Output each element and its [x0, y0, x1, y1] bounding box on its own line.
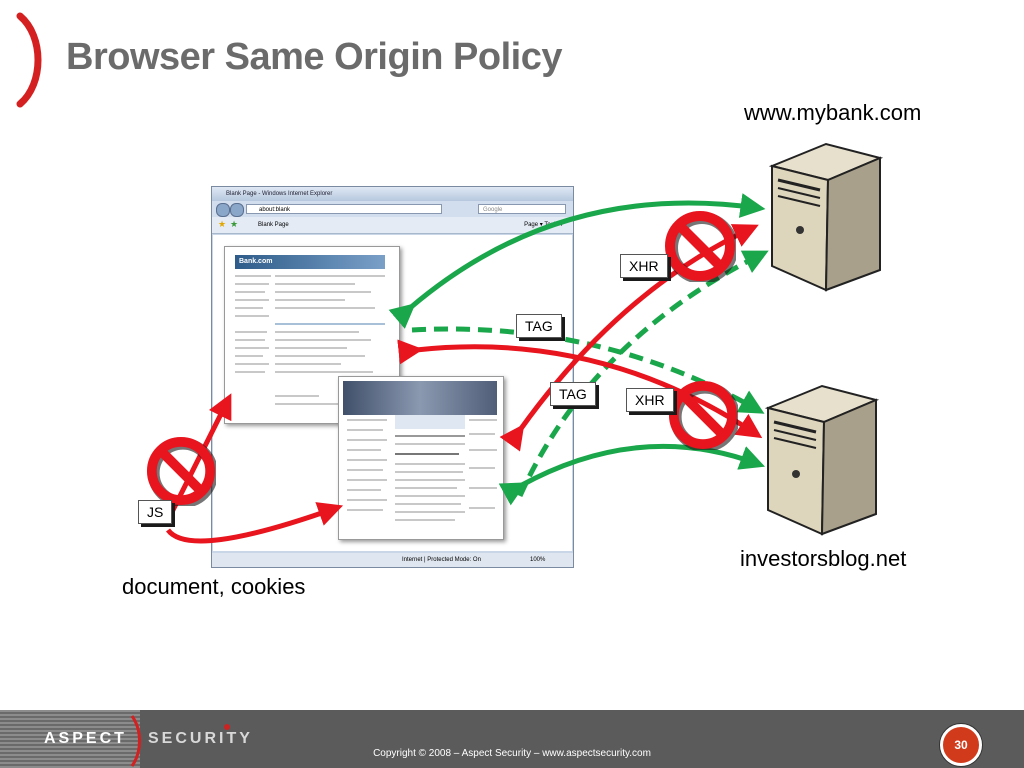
tab-blank-page[interactable]: Blank Page [258, 222, 289, 228]
copyright-text: Copyright © 2008 – Aspect Security – www… [373, 748, 651, 759]
green-arrow-blog-to-browser [498, 443, 766, 506]
document-cookies-label: document, cookies [122, 574, 306, 599]
title-bracket [16, 12, 42, 108]
footer-stripes [0, 710, 140, 768]
green-arrow-mybank-to-browser [388, 193, 766, 329]
brand-aspect: ASPECT [44, 730, 127, 747]
browser-status-bar: Internet | Protected Mode: On 100% [212, 553, 573, 567]
mybank-label: www.mybank.com [744, 100, 922, 125]
xhr-tag-top: XHR [620, 254, 668, 278]
investorsblog-label: investorsblog.net [740, 546, 907, 571]
forward-button[interactable] [230, 203, 244, 217]
add-favorites-icon[interactable]: ★ [230, 219, 239, 229]
blocked-xhr-blog-icon [668, 380, 738, 450]
blocked-js-icon [146, 436, 216, 506]
tag-label-top: TAG [516, 314, 562, 338]
favorites-star-icon[interactable]: ★ [218, 219, 227, 229]
xhr-tag-mid: XHR [626, 388, 674, 412]
back-button[interactable] [216, 203, 230, 217]
brand-bracket-icon [130, 715, 141, 767]
red-arrow-xhr-to-blog [397, 339, 763, 439]
investorsblog-server-icon [764, 384, 880, 536]
brand-security: SECURITY [148, 730, 253, 747]
status-text: Internet | Protected Mode: On [402, 557, 481, 563]
page-number-badge: 30 [940, 724, 982, 766]
zoom-level[interactable]: 100% [530, 557, 546, 563]
slide-footer: ASPECT SECURITY Copyright © 2008 – Aspec… [0, 710, 1024, 768]
slide-title: Browser Same Origin Policy [66, 36, 562, 78]
bank-site-header: Bank.com [235, 255, 385, 269]
mybank-server-icon [768, 142, 884, 292]
tag-label-mid: TAG [550, 382, 596, 406]
brand-dot-icon [224, 724, 230, 730]
red-arrow-js-to-blog-window [165, 502, 344, 544]
blocked-xhr-mybank-icon [665, 211, 736, 282]
js-tag: JS [138, 500, 173, 524]
